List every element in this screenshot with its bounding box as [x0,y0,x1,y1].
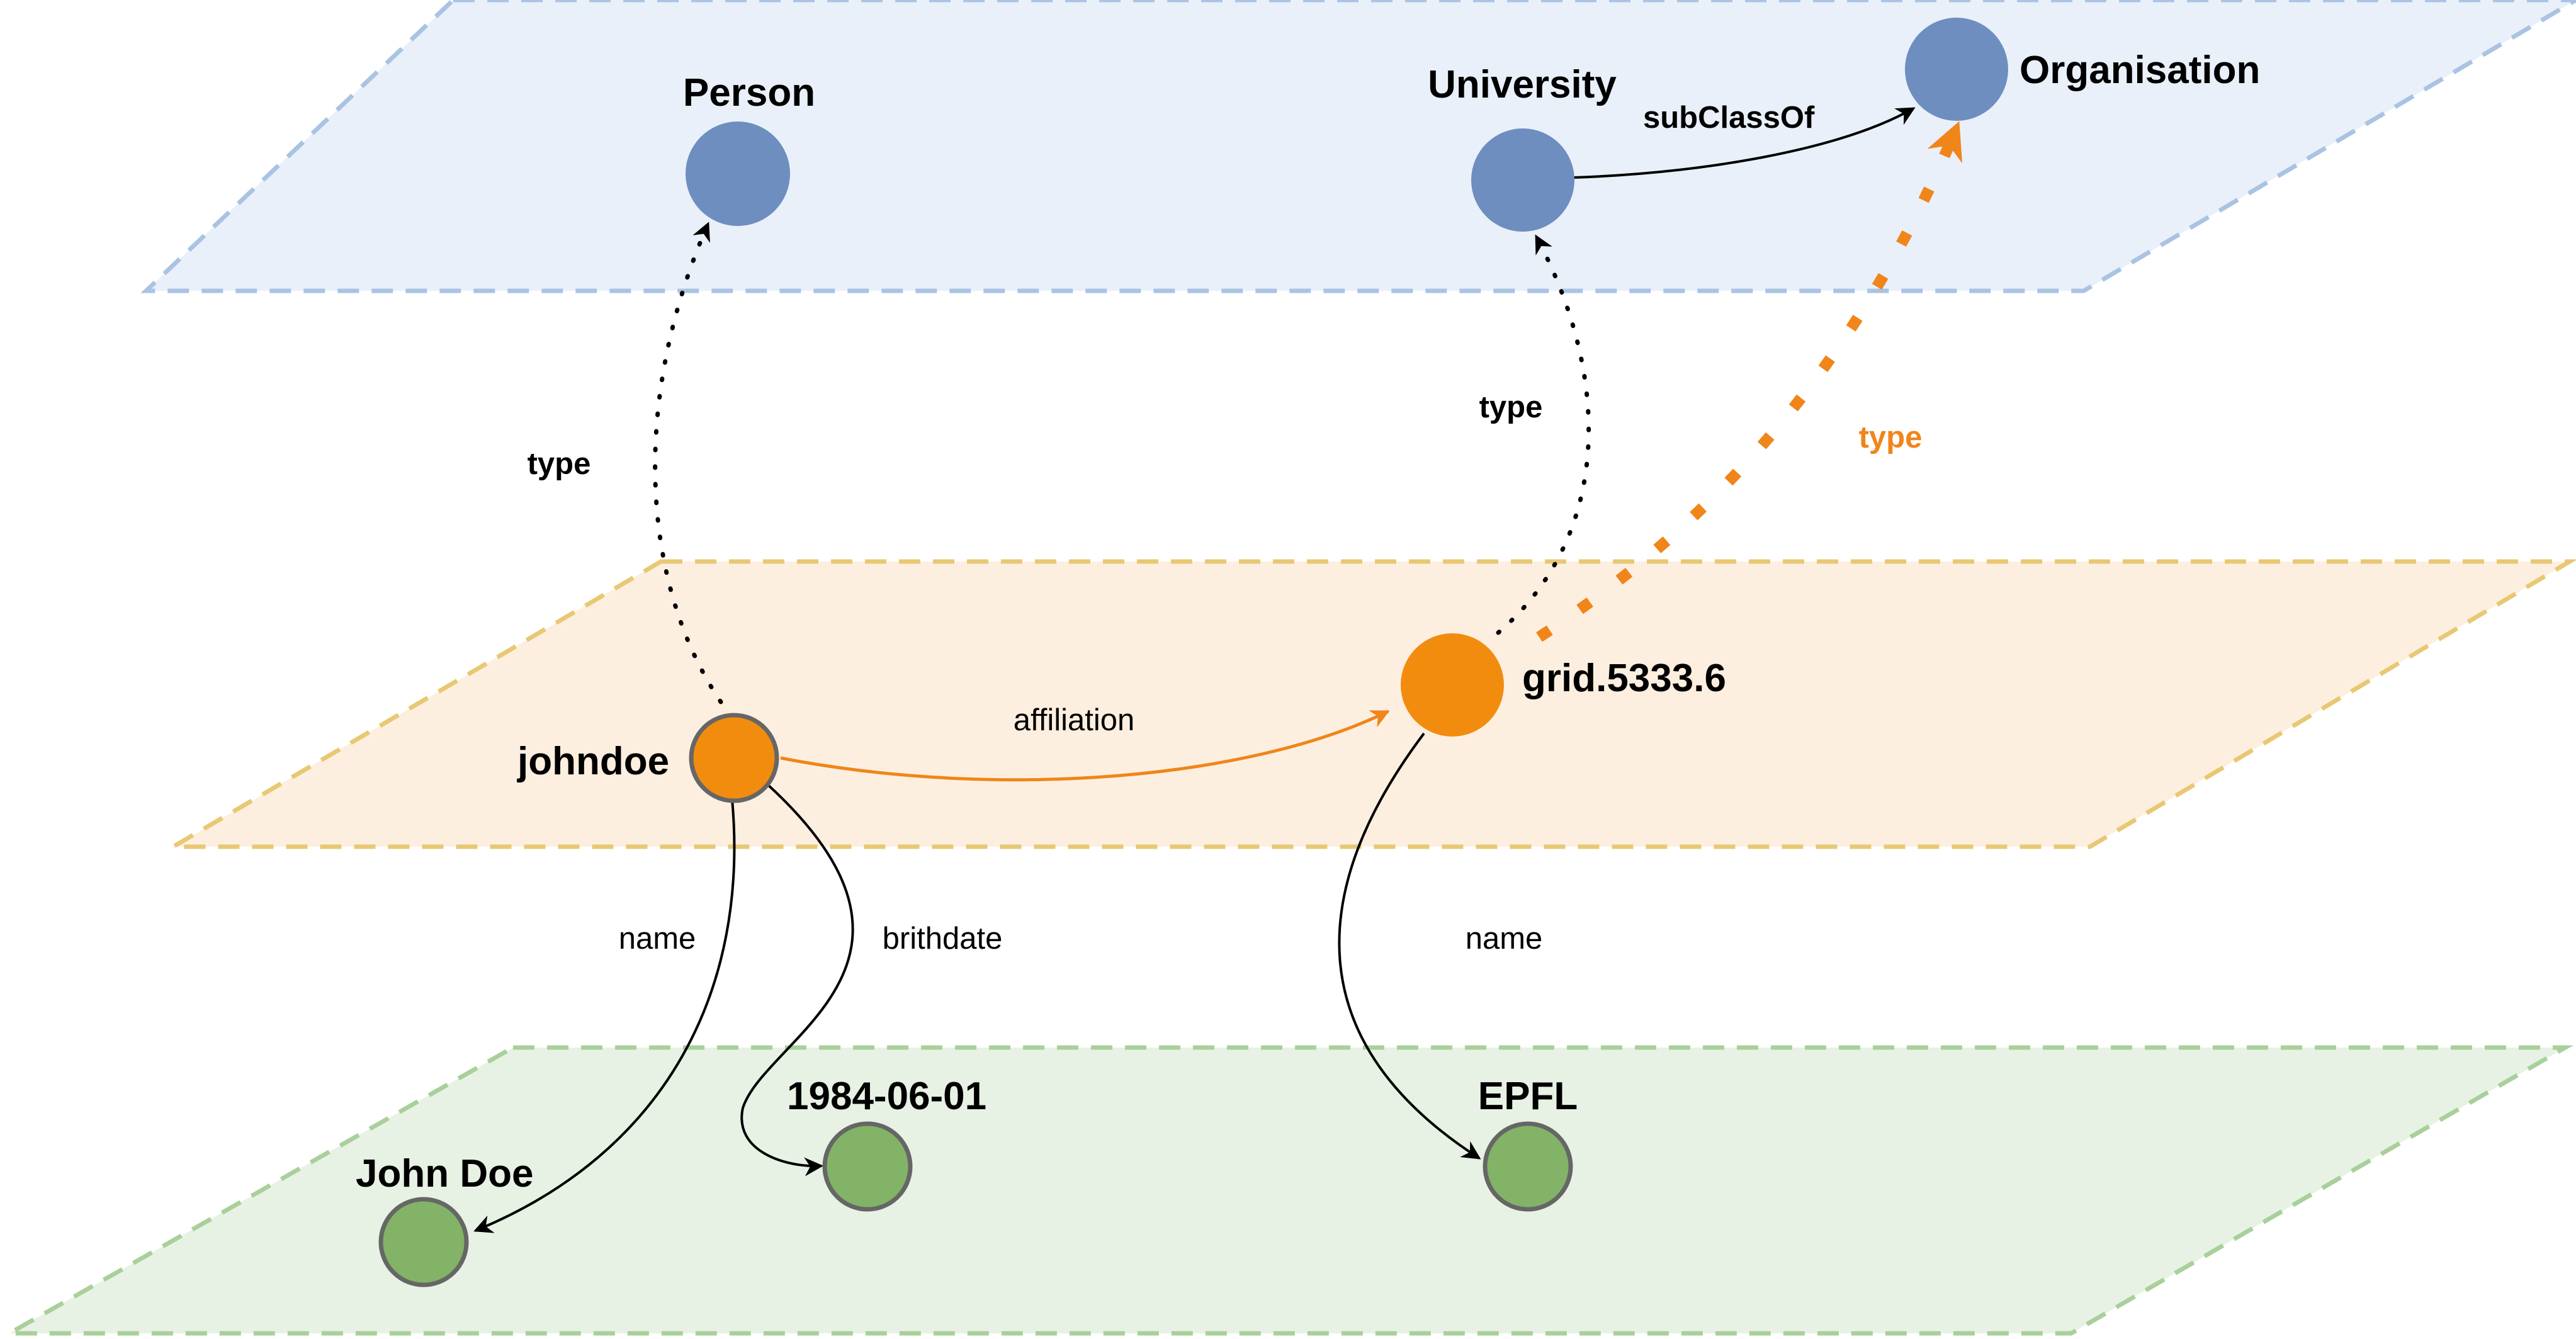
type-label-organisation: type [1859,421,1923,455]
schema-layer [140,0,2576,293]
epfl-node[interactable] [1483,1121,1573,1212]
subclassof-label: subClassOf [1643,101,1815,135]
organisation-label: Organisation [2020,48,2260,92]
birthdate-value-node[interactable] [822,1121,913,1212]
johndoe-label: johndoe [517,740,669,783]
literal-layer [1,1045,2574,1336]
type-label-person: type [528,447,591,481]
name-edge-org [1338,732,1481,1160]
name-label-org: name [1466,922,1543,956]
birthdate-label: brithdate [883,922,1003,956]
name-label-person: name [619,922,696,956]
person-label: Person [683,71,815,115]
person-node[interactable] [686,121,790,226]
john-doe-label: John Doe [356,1152,533,1195]
birthdate-value-label: 1984-06-01 [787,1075,986,1118]
name-edge-person [473,799,736,1233]
birthdate-edge [740,782,854,1177]
university-node[interactable] [1471,128,1574,232]
affiliation-label: affiliation [1014,703,1135,737]
john-doe-node[interactable] [378,1197,469,1287]
university-label: University [1428,63,1617,106]
organisation-node[interactable] [1905,18,2008,121]
grid-node[interactable] [1401,633,1504,737]
subclassof-edge [1573,107,1916,179]
affiliation-edge [780,709,1390,782]
type-label-university: type [1479,390,1543,424]
instance-layer [165,559,2576,849]
johndoe-node[interactable] [689,713,779,803]
epfl-label: EPFL [1478,1075,1578,1118]
grid-label: grid.5333.6 [1522,657,1726,700]
type-edge-person [653,221,723,704]
